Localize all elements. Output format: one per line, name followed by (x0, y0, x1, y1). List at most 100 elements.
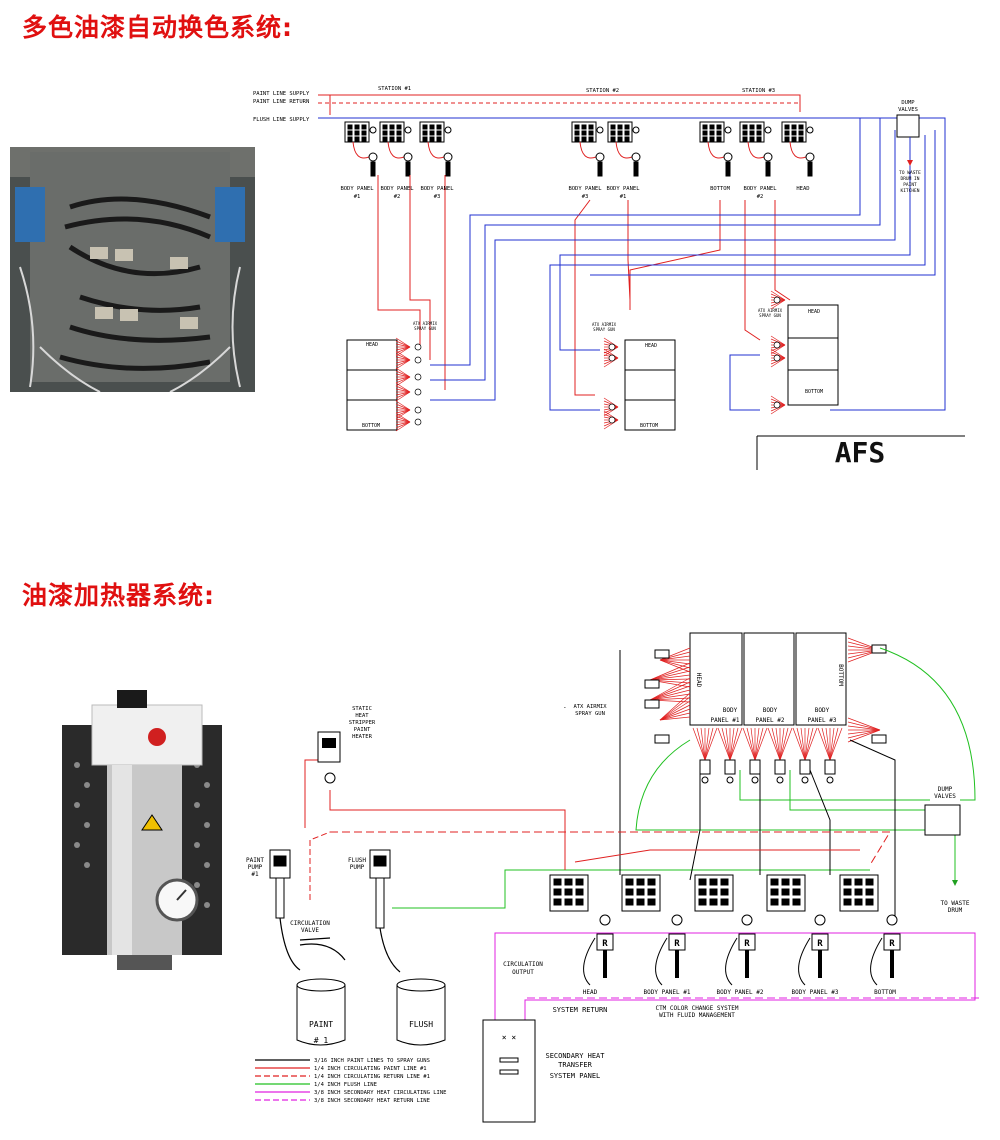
paint-drum (296, 985, 346, 1046)
heater-label-5: HEATER (352, 734, 373, 740)
top-station-sub: #2 (757, 194, 764, 200)
paint-pump-label-3: #1 (251, 871, 259, 878)
top-station-label: BODY PANEL (606, 186, 640, 192)
top-gun-note-1: ATX AIRMIX (413, 321, 438, 326)
booth-b1-sub: PANEL #1 (711, 717, 740, 724)
top-manifold (571, 121, 605, 177)
top-manifold (739, 121, 773, 177)
booth-panel-2 (743, 632, 795, 726)
regulator-letter: R (602, 939, 608, 949)
color-change-diagram: PAINT LINE SUPPLY PAINT LINE RETURN FLUS… (253, 86, 965, 470)
waste-note-2: DRUM IN (901, 176, 920, 182)
spray-gun (799, 759, 811, 775)
top-station-label: HEAD (796, 186, 809, 192)
heater-label-4: PAINT (354, 727, 371, 733)
top-manifold (379, 121, 413, 177)
legend-entry: 1/4 INCH CIRCULATING RETURN LINE #1 (314, 1074, 430, 1080)
gun-note-1: ATX AIRMIX (573, 704, 607, 710)
top-manifold (344, 121, 378, 177)
booth-station-3 (787, 304, 839, 406)
top-station-sub: #2 (394, 194, 401, 200)
top-station-sub: #3 (434, 194, 441, 200)
station-label: BODY PANEL #1 (644, 989, 691, 996)
spray-gun (724, 759, 736, 775)
secondary-label-2: TRANSFER (558, 1061, 593, 1069)
booth3-bottom: BOTTOM (805, 389, 823, 395)
waste-note-4: KITCHEN (901, 188, 920, 194)
booth-station-2 (624, 339, 676, 431)
booth2-head: HEAD (645, 343, 657, 349)
flush-pump-label-2: PUMP (350, 864, 365, 871)
top-gun-note-4: SPRAY GUN (593, 327, 615, 332)
spray-gun (644, 699, 660, 709)
top-manifold (699, 121, 733, 177)
legend-entry: 3/8 INCH SECONDARY HEAT RETURN LINE (314, 1098, 430, 1104)
drum-paint-label: PAINT (309, 1020, 333, 1029)
panel-marks: × × (502, 1033, 517, 1042)
legend-entry: 1/4 INCH CIRCULATING PAINT LINE #1 (314, 1066, 427, 1072)
circ-valve-label-2: VALVE (301, 927, 319, 934)
top-station-label: BOTTOM (710, 186, 731, 192)
booth-b2-sub: PANEL #2 (756, 717, 785, 724)
station-1-label: STATION #1 (378, 86, 411, 92)
legend-entry: 3/8 INCH SECONDARY HEAT CIRCULATING LINE (314, 1090, 446, 1096)
station-2-label: STATION #2 (586, 88, 619, 94)
pressure-regulator: R (725, 914, 756, 986)
waste-note-1: TO WASTE (899, 170, 921, 176)
gun-note-2: SPRAY GUN (575, 711, 605, 717)
dump-label-1: DUMP (938, 786, 953, 793)
regulator-letter: R (674, 939, 680, 949)
spray-gun (654, 649, 670, 659)
booth1-head: HEAD (366, 342, 378, 348)
booth-b1-label: BODY (723, 707, 738, 714)
station-label: BODY PANEL #3 (792, 989, 839, 996)
color-change-heading: 多色油漆自动换色系统: (22, 13, 293, 42)
afs-logo: AFS (835, 436, 886, 469)
booth-b3-sub: PANEL #3 (808, 717, 837, 724)
booth3-head: HEAD (808, 309, 820, 315)
heater-button-icon (148, 728, 166, 746)
color-change-cabinet-photo (10, 147, 255, 392)
waste-note-3: PAINT (903, 182, 917, 188)
secondary-label-1: SECONDARY HEAT (545, 1052, 605, 1060)
regulator-letter: R (817, 939, 823, 949)
flush-drum (396, 985, 446, 1046)
top-station-label: BODY PANEL (743, 186, 777, 192)
spray-gun (699, 759, 711, 775)
flush-pump-label-1: FLUSH (348, 857, 366, 864)
heater-diagram: HEAD BODY PANEL #1 BODY PANEL #2 BODY PA… (246, 632, 980, 1123)
spray-gun (644, 679, 660, 689)
top-station-sub: #1 (620, 194, 627, 200)
waste-label-1: TO WASTE (941, 900, 970, 907)
top-station-sub: #1 (354, 194, 361, 200)
gun-note-bullet: - (563, 704, 567, 711)
paint-pump-label-1: PAINT (246, 857, 264, 864)
color-change-manifold (694, 874, 734, 912)
booth2-bottom: BOTTOM (640, 423, 658, 429)
pressure-regulator: R (655, 914, 686, 986)
waste-label-2: DRUM (948, 907, 963, 914)
circ-output-2: OUTPUT (512, 969, 534, 976)
top-station-label: BODY PANEL (420, 186, 454, 192)
line-legend: 3/16 INCH PAINT LINES TO SPRAY GUNS 1/4 I… (255, 1058, 446, 1104)
heater-gauge (324, 772, 336, 784)
blue-module-right (215, 187, 245, 242)
top-dump-label-2: VALVES (898, 107, 918, 113)
color-change-manifold (766, 874, 806, 912)
top-gun-note-6: SPRAY GUN (759, 313, 781, 318)
booth-b2-label: BODY (763, 707, 778, 714)
color-change-manifold (549, 874, 589, 912)
drum-paint-number: # 1 (314, 1036, 329, 1045)
top-manifold (781, 121, 815, 177)
heater-label-3: STRIPPER (349, 720, 376, 726)
heater-label-2: HEAT (355, 713, 369, 719)
heater-heading: 油漆加热器系统: (22, 581, 215, 610)
booth-bottom-label: BOTTOM (837, 664, 844, 686)
secondary-label-3: SYSTEM PANEL (550, 1072, 601, 1080)
booth-station-1 (346, 339, 398, 431)
legend-entry: 3/16 INCH PAINT LINES TO SPRAY GUNS (314, 1058, 430, 1064)
top-station-label: BODY PANEL (340, 186, 374, 192)
top-gun-note-3: ATX AIRMIX (592, 322, 617, 327)
system-return-label: SYSTEM RETURN (553, 1006, 608, 1014)
legend-entry: 1/4 INCH FLUSH LINE (314, 1082, 377, 1088)
